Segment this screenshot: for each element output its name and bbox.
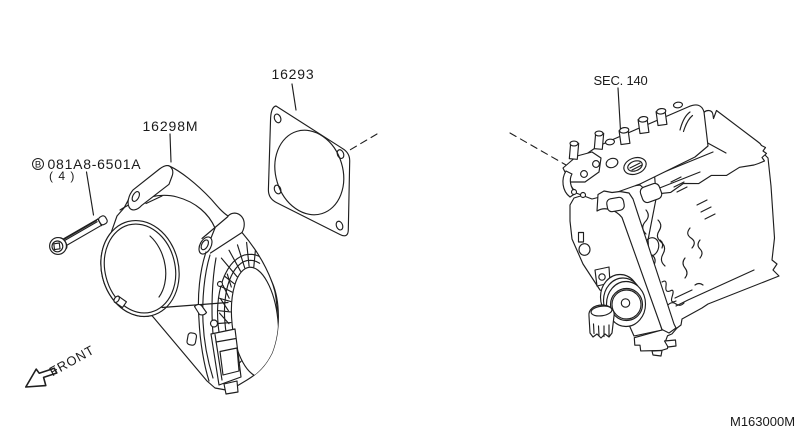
svg-text:16298M: 16298M [143,118,199,134]
svg-text:SEC. 140: SEC. 140 [594,73,648,88]
svg-text:081A8-6501A: 081A8-6501A [48,156,142,172]
svg-text:16293: 16293 [272,66,315,82]
svg-text:( 4 ): ( 4 ) [49,169,75,183]
svg-text:B: B [35,160,41,171]
svg-text:M163000M: M163000M [730,414,795,429]
svg-text:FRONT: FRONT [47,342,97,379]
